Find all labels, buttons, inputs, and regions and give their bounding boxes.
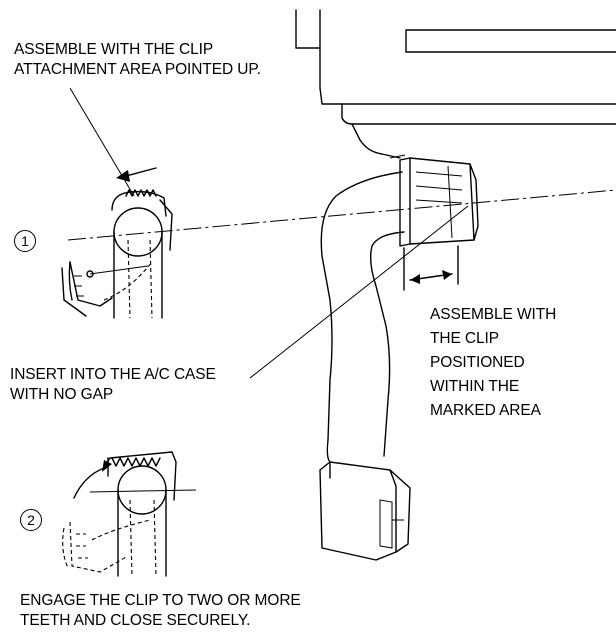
clip-detail-2 [62, 451, 197, 577]
label-engage-clip-line-2: TEETH AND CLOSE SECURELY. [20, 612, 251, 629]
label-clip-attachment-line-1: ASSEMBLE WITH THE CLIP [14, 41, 214, 58]
label-engage-clip: ENGAGE THE CLIP TO TWO OR MORE TEETH AND… [20, 591, 301, 631]
centerline [67, 189, 616, 241]
label-marked-area: ASSEMBLE WITH THE CLIP POSITIONED WITHIN… [430, 303, 556, 423]
label-marked-area-line-3: POSITIONED [430, 354, 525, 371]
label-insert-ac-case-line-2: WITH NO GAP [10, 386, 114, 403]
label-clip-attachment: ASSEMBLE WITH THE CLIP ATTACHMENT AREA P… [14, 40, 261, 80]
step-number-2: 2 [20, 509, 42, 531]
ac-case [295, 9, 616, 159]
label-insert-ac-case: INSERT INTO THE A/C CASE WITH NO GAP [10, 365, 216, 405]
label-insert-ac-case-line-1: INSERT INTO THE A/C CASE [10, 366, 216, 383]
label-marked-area-line-5: MARKED AREA [430, 402, 541, 419]
label-marked-area-line-4: WITHIN THE [430, 378, 520, 395]
label-marked-area-line-2: THE CLIP [430, 330, 499, 347]
label-clip-attachment-line-2: ATTACHMENT AREA POINTED UP. [14, 61, 261, 78]
label-marked-area-line-1: ASSEMBLE WITH [430, 306, 557, 323]
leader-lines [69, 87, 469, 379]
clip-detail-1 [61, 167, 173, 319]
drain-hose [319, 157, 479, 561]
label-engage-clip-line-1: ENGAGE THE CLIP TO TWO OR MORE [20, 592, 301, 609]
step-number-1: 1 [14, 230, 36, 252]
